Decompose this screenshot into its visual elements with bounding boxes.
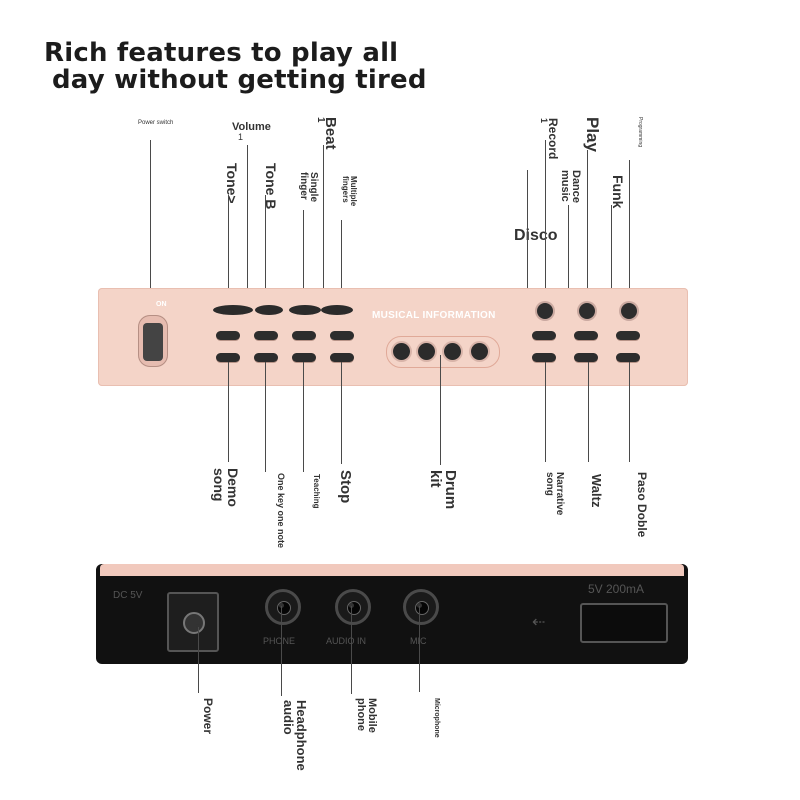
drum-kit-leader bbox=[440, 355, 441, 465]
power-leader bbox=[198, 627, 199, 693]
volume-number: 1 bbox=[238, 132, 244, 142]
dance-music-label: Dance music bbox=[559, 170, 582, 204]
beat-number: 1 bbox=[315, 117, 326, 123]
tone-b-leader bbox=[265, 195, 266, 335]
beat-leader bbox=[323, 145, 324, 310]
tone-b-label: Tone B bbox=[263, 163, 279, 210]
dance-music-leader-vertical bbox=[568, 205, 569, 335]
dc-power-pin bbox=[183, 612, 205, 634]
tone-next-leader bbox=[228, 195, 229, 335]
paso-doble-label: Paso Doble bbox=[635, 472, 649, 538]
stop-label: Stop bbox=[337, 470, 354, 504]
funk-button[interactable] bbox=[616, 331, 640, 340]
teaching-button[interactable] bbox=[292, 353, 316, 362]
record-leader bbox=[545, 140, 546, 310]
power-label: Power bbox=[201, 698, 215, 735]
play-button[interactable] bbox=[579, 303, 595, 319]
multiple-fingers-leader bbox=[341, 220, 342, 335]
mobile-phone-label: Mobile phone bbox=[355, 698, 378, 733]
drum-pad-1[interactable] bbox=[393, 343, 410, 360]
tone-next-button[interactable] bbox=[216, 331, 240, 340]
headphone-leader bbox=[281, 606, 282, 696]
panel-title: MUSICAL INFORMATION bbox=[372, 310, 496, 321]
teaching-label: Teaching bbox=[312, 474, 321, 509]
drum-pad-3[interactable] bbox=[444, 343, 461, 360]
dc-label: DC 5V bbox=[113, 590, 143, 601]
paso-doble-leader bbox=[629, 362, 630, 462]
headphone-dot bbox=[279, 603, 284, 608]
usb-rating-label: 5V 200mA bbox=[588, 582, 645, 596]
power-switch-knob[interactable] bbox=[143, 323, 163, 361]
programming-label: Programming bbox=[637, 117, 643, 148]
audio-in-port-label: AUDIO IN bbox=[326, 636, 367, 646]
beat-up-button[interactable] bbox=[321, 305, 353, 315]
waltz-label: Waltz bbox=[589, 474, 604, 508]
demo-song-button[interactable] bbox=[216, 353, 240, 362]
usb-port[interactable] bbox=[580, 603, 668, 643]
waltz-button[interactable] bbox=[574, 353, 598, 362]
play-label: Play bbox=[583, 117, 602, 152]
microphone-jack[interactable] bbox=[403, 589, 439, 625]
teaching-leader bbox=[303, 362, 304, 472]
phone-port-label: PHONE bbox=[263, 636, 296, 646]
volume-up-button[interactable] bbox=[255, 305, 283, 315]
volume-leader bbox=[247, 145, 248, 310]
usb-icon: ⇠ bbox=[532, 614, 546, 631]
mic-port-label: MIC bbox=[410, 636, 427, 646]
record-number: 1 bbox=[539, 118, 549, 124]
one-key-leader bbox=[265, 362, 266, 472]
one-key-one-note-label: One key one note bbox=[276, 473, 286, 549]
volume-down-button[interactable] bbox=[213, 305, 253, 315]
disco-leader-vertical bbox=[527, 170, 528, 335]
programming-leader bbox=[629, 160, 630, 310]
stop-button[interactable] bbox=[330, 353, 354, 362]
drum-pad-4[interactable] bbox=[471, 343, 488, 360]
narrative-song-label: Narrative song bbox=[544, 472, 565, 516]
beat-down-button[interactable] bbox=[289, 305, 321, 315]
multiple-fingers-label: Multiple fingers bbox=[341, 176, 358, 207]
funk-label: Funk bbox=[610, 175, 626, 209]
demo-song-label: Demo song bbox=[211, 468, 241, 507]
record-label: Record bbox=[546, 118, 560, 160]
disco-button[interactable] bbox=[532, 331, 556, 340]
audio-in-jack[interactable] bbox=[335, 589, 371, 625]
mobile-phone-dot bbox=[349, 603, 354, 608]
multiple-fingers-button[interactable] bbox=[330, 331, 354, 340]
play-leader bbox=[587, 150, 588, 310]
paso-doble-button[interactable] bbox=[616, 353, 640, 362]
disco-label: Disco bbox=[514, 227, 558, 244]
programming-button[interactable] bbox=[621, 303, 637, 319]
single-finger-button[interactable] bbox=[292, 331, 316, 340]
waltz-leader bbox=[588, 362, 589, 462]
drum-pad-frame bbox=[386, 336, 500, 368]
funk-leader-vertical bbox=[611, 205, 612, 335]
power-switch-leader bbox=[150, 140, 151, 320]
single-finger-label: Single finger bbox=[298, 172, 319, 203]
microphone-label: Microphone bbox=[433, 698, 440, 738]
volume-label: Volume bbox=[232, 121, 271, 133]
stop-leader bbox=[341, 362, 342, 464]
drum-kit-label: Drum kit bbox=[427, 470, 459, 510]
headphone-audio-label: Headphone audio bbox=[281, 700, 309, 771]
power-switch-label: Power switch bbox=[138, 120, 174, 126]
headline: Rich features to play all day without ge… bbox=[44, 40, 427, 94]
tone-b-button[interactable] bbox=[254, 331, 278, 340]
microphone-dot bbox=[417, 603, 422, 608]
one-key-one-note-button[interactable] bbox=[254, 353, 278, 362]
headline-line-2: day without getting tired bbox=[52, 65, 427, 95]
single-finger-leader bbox=[303, 210, 304, 335]
mobile-phone-leader bbox=[351, 606, 352, 694]
switch-on-label: ON bbox=[156, 301, 167, 308]
narrative-song-leader bbox=[545, 362, 546, 462]
drum-pad-2[interactable] bbox=[418, 343, 435, 360]
headline-line-1: Rich features to play all bbox=[44, 38, 399, 68]
back-panel-top-edge bbox=[100, 564, 684, 576]
microphone-leader bbox=[419, 606, 420, 692]
demo-song-leader bbox=[228, 362, 229, 462]
narrative-song-button[interactable] bbox=[532, 353, 556, 362]
record-button[interactable] bbox=[537, 303, 553, 319]
dance-music-button[interactable] bbox=[574, 331, 598, 340]
power-port-dot bbox=[196, 624, 201, 629]
